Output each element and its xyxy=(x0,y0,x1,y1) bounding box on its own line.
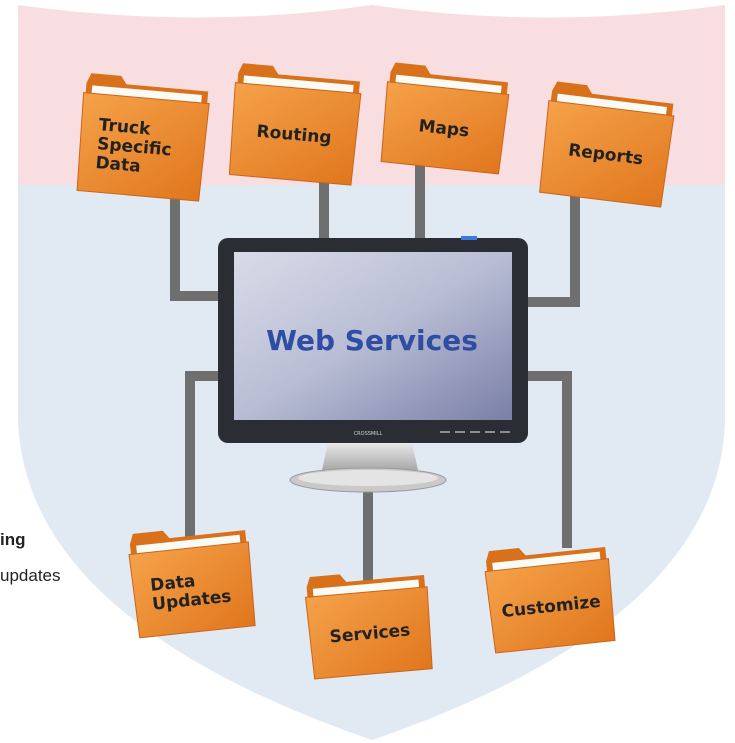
side-note-title: ing xyxy=(0,530,26,549)
folder-maps: Maps xyxy=(380,62,510,175)
monitor-power-light xyxy=(461,236,477,240)
folder-services: Services xyxy=(304,574,433,680)
folder-label-data-updates-line-1: Data xyxy=(149,571,196,596)
monitor: CROSSMILL Web Services xyxy=(218,236,528,493)
folder-label-truck-line-1: Truck xyxy=(98,115,152,139)
folder-customize: Customize xyxy=(484,546,616,654)
monitor-buttons xyxy=(440,431,510,433)
folder-reports: Reports xyxy=(539,81,675,208)
folder-label-truck-line-3: Data xyxy=(95,153,142,177)
folder-front-services xyxy=(304,586,433,680)
folder-routing: Routing xyxy=(228,63,362,186)
folder-front-data-updates xyxy=(128,541,256,639)
folder-front-truck xyxy=(76,92,210,202)
center-label: Web Services xyxy=(266,324,478,357)
monitor-screen xyxy=(234,252,512,420)
folder-front-routing xyxy=(228,82,362,186)
folder-front-maps xyxy=(380,81,510,175)
folder-front-reports xyxy=(539,100,675,208)
monitor-stand-neck xyxy=(322,443,418,470)
monitor-stand-highlight xyxy=(298,470,438,486)
monitor-brand-label: CROSSMILL xyxy=(354,431,383,437)
folder-front-customize xyxy=(484,558,616,654)
side-note-subtitle: updates xyxy=(0,566,61,585)
